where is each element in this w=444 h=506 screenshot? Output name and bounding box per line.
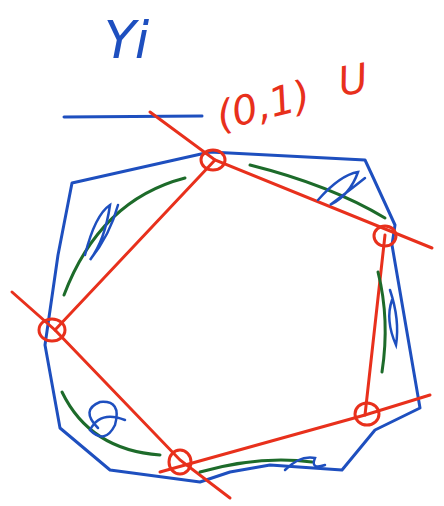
scribbles (85, 172, 397, 470)
underline (64, 116, 202, 117)
interval-label: (0,1) (212, 74, 314, 136)
union-label: U (335, 58, 371, 102)
vertex-circles (39, 150, 396, 474)
green-curves (62, 165, 385, 472)
outer-polygon (45, 152, 420, 482)
inner-polygon (12, 112, 432, 498)
variable-label: Yi (104, 14, 149, 66)
